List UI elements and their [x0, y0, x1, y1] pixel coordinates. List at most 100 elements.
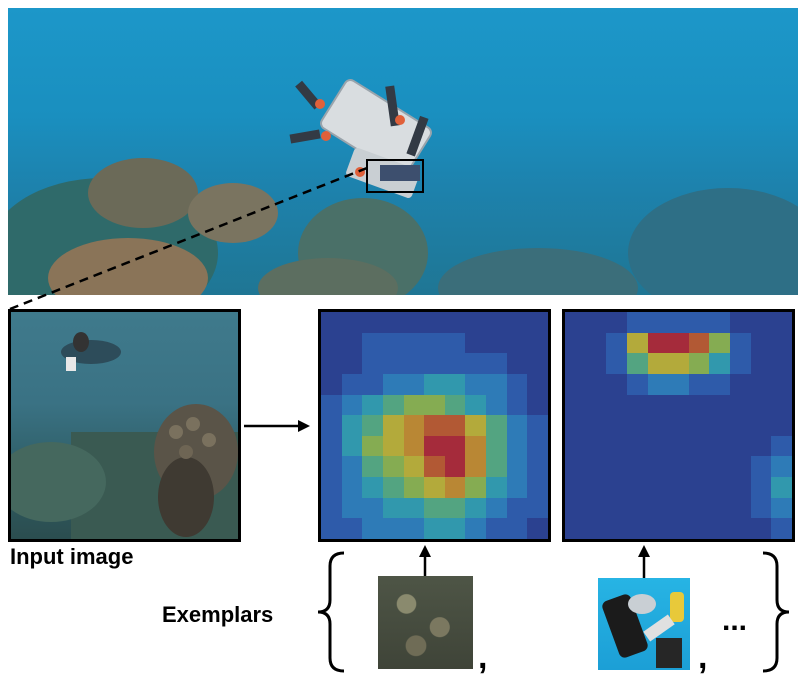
heatmap-cell [444, 518, 466, 539]
heatmap-cell [750, 312, 772, 333]
heatmap-cell [382, 332, 404, 354]
heatmap-cell [647, 312, 669, 333]
heatmap-cell [321, 312, 342, 333]
heatmap-cell [362, 518, 383, 539]
heatmap-cell [647, 415, 669, 436]
heatmap-cell [626, 312, 648, 333]
heatmap-cell [565, 497, 586, 519]
heatmap-cell [647, 477, 669, 498]
heatmap-cell [647, 394, 669, 416]
heatmap-cell [527, 353, 548, 374]
heatmap-cell [465, 353, 487, 374]
heatmap-cell [585, 332, 607, 354]
input-image-label: Input image [10, 544, 134, 569]
heatmap-cell [465, 477, 487, 498]
heatmap-cell [486, 353, 507, 374]
heatmap-cell [771, 373, 792, 395]
heatmap-cell [709, 497, 731, 519]
heatmap-cell [668, 518, 689, 539]
heatmap-cell [444, 415, 466, 436]
heatmap-cell [362, 435, 383, 457]
heatmap-cell [771, 477, 792, 498]
heatmap-cell [565, 435, 586, 457]
heatmap-cell [647, 435, 669, 457]
heatmap-cell [585, 312, 607, 333]
exemplar-separator-comma-2: , [698, 638, 708, 676]
heatmap-cell [341, 477, 363, 498]
heatmap-cell [362, 456, 383, 478]
heatmap-cell [730, 435, 751, 457]
heatmap-cell [750, 415, 772, 436]
heatmap-cell [424, 353, 445, 374]
heatmap-cell [341, 456, 363, 478]
heatmap-cell [565, 373, 586, 395]
heatmap-cell [527, 373, 548, 395]
heatmap-cell [771, 353, 792, 374]
heatmap-cell [668, 477, 689, 498]
heatmap-cell [465, 373, 487, 395]
heatmap-cell [647, 497, 669, 519]
heatmap-cell [565, 456, 586, 478]
heatmap-cell [606, 415, 627, 436]
heatmap-cell [382, 456, 404, 478]
heatmap-cell [585, 394, 607, 416]
heatmap-cell [565, 332, 586, 354]
heatmap-cell [730, 373, 751, 395]
heatmap-cell [506, 497, 528, 519]
heatmap-cell [506, 435, 528, 457]
heatmap-cell [626, 353, 648, 374]
heatmap-cell [626, 332, 648, 354]
heatmap-cell [362, 415, 383, 436]
heatmap-cell [668, 497, 689, 519]
heatmap-cell [750, 435, 772, 457]
exemplar-diver-image [598, 578, 690, 670]
heatmap-cell [321, 394, 342, 416]
heatmap-cell [444, 456, 466, 478]
top-underwater-photo [8, 8, 798, 295]
heatmap-cell [527, 518, 548, 539]
heatmap-cell [771, 497, 792, 519]
heatmap-cell [341, 353, 363, 374]
heatmap-cell [606, 353, 627, 374]
heatmap-cell [382, 373, 404, 395]
heatmap-cell [527, 394, 548, 416]
heatmap-cell [444, 435, 466, 457]
heatmap-cell [709, 394, 731, 416]
heatmap-cell [486, 497, 507, 519]
heatmap-cell [606, 497, 627, 519]
heatmap-cell [730, 497, 751, 519]
heatmap-cell [565, 415, 586, 436]
heatmap-cell [688, 477, 710, 498]
heatmap-cell [527, 415, 548, 436]
more-exemplars-ellipsis: ... [722, 604, 748, 637]
input-image-scene [11, 332, 238, 539]
heatmap-cell [341, 394, 363, 416]
heatmap-cell [506, 312, 528, 333]
heatmap-cell [606, 312, 627, 333]
heatmap-cell [626, 456, 648, 478]
heatmap-cell [424, 373, 445, 395]
heatmap-cell [709, 373, 731, 395]
heatmap-cell [709, 518, 731, 539]
heatmap-cell [465, 415, 487, 436]
heatmap-cell [382, 312, 404, 333]
heatmap-cell [730, 415, 751, 436]
heatmap-cell [403, 497, 425, 519]
heatmap-cell [626, 373, 648, 395]
heatmap-cell [585, 477, 607, 498]
heatmap-diver-grid [565, 312, 792, 539]
heatmap-cell [730, 477, 751, 498]
heatmap-cell [606, 456, 627, 478]
heatmap-cell [362, 477, 383, 498]
heatmap-cell [341, 373, 363, 395]
heatmap-cell [585, 353, 607, 374]
heatmap-cell [506, 518, 528, 539]
heatmap-cell [403, 518, 425, 539]
heatmap-cell [709, 332, 731, 354]
heatmap-cell [771, 456, 792, 478]
heatmap-cell [403, 353, 425, 374]
heatmap-cell [606, 518, 627, 539]
heatmap-cell [668, 373, 689, 395]
heatmap-cell [585, 373, 607, 395]
heatmap-coral-panel [318, 309, 551, 542]
